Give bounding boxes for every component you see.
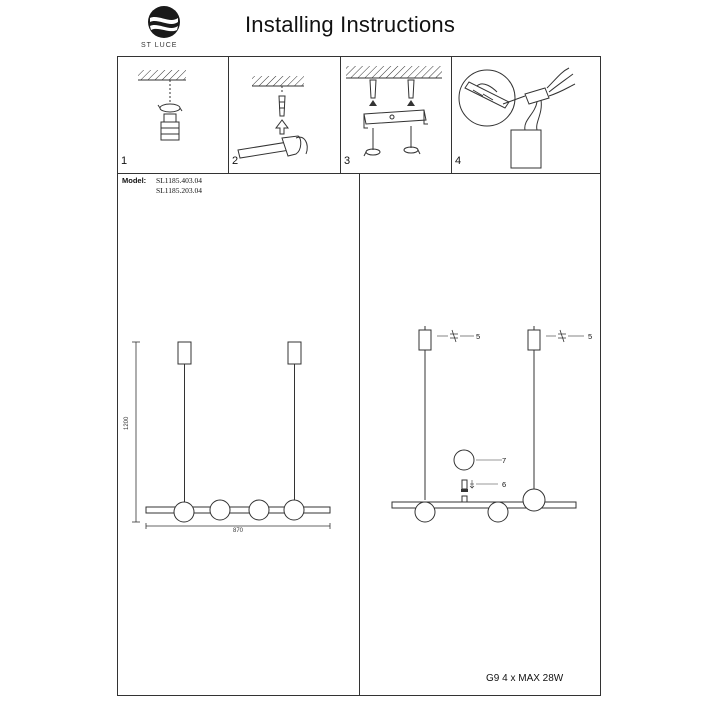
step-number-2: 2 xyxy=(232,155,239,167)
page-title: Installing Instructions xyxy=(245,12,456,37)
callout-5: 5 xyxy=(476,332,481,341)
panel-divider xyxy=(359,173,360,696)
step4-wiring-illustration xyxy=(458,67,576,169)
brand-name: ST LUCE xyxy=(141,42,178,49)
fixture-assembly-drawing xyxy=(391,326,584,523)
height-dimension-label: 1200 xyxy=(124,416,130,430)
step-number-3: 3 xyxy=(344,155,351,167)
width-dimension-label: 870 xyxy=(233,528,244,534)
callout-6: 6 xyxy=(502,480,507,489)
step3-bracket-illustration xyxy=(346,66,442,157)
model-number: SL1185.203.04 xyxy=(156,186,202,195)
callout-5: 5 xyxy=(588,332,593,341)
step1-drill-illustration xyxy=(138,70,186,141)
step-number-4: 4 xyxy=(455,155,462,167)
model-label: Model: xyxy=(122,176,147,185)
step-divider xyxy=(451,56,452,173)
st-luce-logo xyxy=(148,6,180,38)
step-divider xyxy=(228,56,229,173)
fixture-dimension-drawing xyxy=(132,341,331,529)
step-divider xyxy=(340,56,341,173)
model-number: SL1185.403.04 xyxy=(156,176,202,185)
callout-7: 7 xyxy=(502,456,507,465)
step2-hammer-illustration xyxy=(237,76,308,159)
bulb-spec: G9 4 x MAX 28W xyxy=(486,673,564,684)
step-number-1: 1 xyxy=(121,155,128,167)
